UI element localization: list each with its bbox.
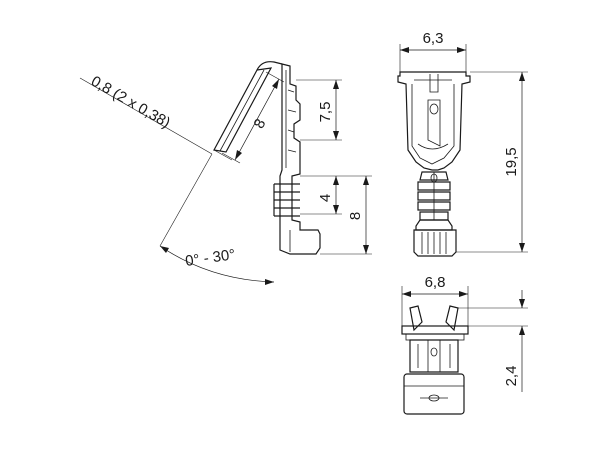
front-view: 6,3 19,5 [397, 30, 528, 257]
dim-length-total: 19,5 [456, 71, 528, 253]
label-angle: 0° - 30° [184, 246, 236, 270]
label-width-bottom: 6,8 [425, 274, 446, 291]
front-body [397, 71, 471, 171]
dim-height-small: 4 [300, 175, 342, 215]
label-height-bottom: 2,4 [503, 366, 520, 387]
label-height-lower: 8 [347, 212, 364, 220]
tab-bend [256, 61, 283, 71]
bottom-view: 6,8 2,4 [401, 274, 528, 415]
dim-width-top: 6,3 [399, 30, 467, 72]
dim-width-bottom: 6,8 [401, 274, 469, 326]
dim-height-bottom: 2,4 [458, 290, 528, 392]
label-width-top: 6,3 [423, 30, 444, 47]
dim-angle: 0° - 30° [159, 153, 275, 285]
rivet-hole-icon [429, 103, 439, 115]
label-height-small: 4 [317, 194, 334, 202]
dim-thickness: 0,8 (2 x 0,38) [79, 73, 233, 161]
label-tab-length: 8 [251, 116, 270, 131]
dim-height-upper: 7,5 [296, 79, 342, 141]
insulation-grip [413, 219, 457, 257]
bottom-upper-bar [401, 325, 469, 335]
dim-height-lower: 8 [320, 175, 372, 255]
crimp-ribs [273, 183, 300, 217]
label-height-upper: 7,5 [317, 102, 334, 123]
crimp-barrel [417, 171, 451, 221]
angled-tab [213, 67, 273, 153]
label-length-total: 19,5 [503, 147, 520, 176]
label-thickness: 0,8 (2 x 0,38) [88, 73, 173, 132]
side-view: 7,5 4 8 8 [79, 61, 372, 285]
side-body [279, 63, 321, 255]
bottom-lower-box [403, 373, 465, 415]
